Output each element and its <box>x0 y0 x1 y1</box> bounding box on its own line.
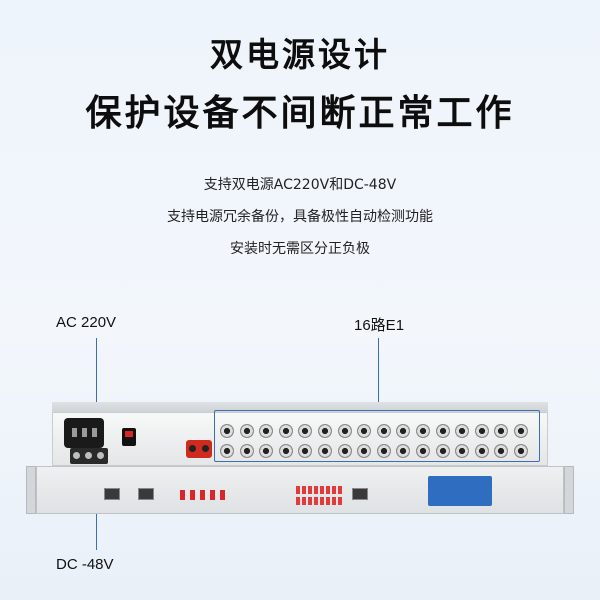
dip-switch-icon <box>308 486 312 494</box>
feature-item: 支持电源冗余备份，具备极性自动检测功能 <box>167 209 433 225</box>
bnc-connector-icon <box>494 424 509 438</box>
bnc-connector-icon <box>259 424 274 438</box>
headline-subtitle: 保护设备不间断正常工作 <box>85 93 515 134</box>
dip-switch-icon <box>308 497 312 505</box>
dip-switch-icon <box>320 497 324 505</box>
bnc-connector-icon <box>259 444 274 458</box>
ethernet-port-icon <box>138 488 154 500</box>
bnc-connector-icon <box>318 424 332 438</box>
callout-ac-power: AC 220V <box>56 314 117 331</box>
dip-switch-icon <box>326 486 330 494</box>
bnc-connector-icon <box>514 444 528 458</box>
status-led-icon <box>190 490 195 500</box>
brand-label-plate <box>428 476 492 506</box>
callout-line-ac <box>96 338 97 420</box>
headline-title: 双电源设计 <box>210 35 390 74</box>
dip-switch-icon <box>338 497 342 505</box>
dc-terminal-block-icon <box>70 448 108 464</box>
rack-ear-left <box>26 466 36 514</box>
bnc-connector-icon <box>474 424 489 438</box>
bnc-connector-icon <box>455 424 470 438</box>
bnc-connector-icon <box>416 424 430 438</box>
bnc-connector-icon <box>416 444 430 458</box>
bnc-connector-icon <box>278 444 293 458</box>
fiber-port-icon <box>186 440 212 458</box>
dip-switch-icon <box>302 497 306 505</box>
dip-switch-icon <box>296 486 300 494</box>
bnc-connector-icon <box>514 424 528 438</box>
bnc-connector-icon <box>474 444 489 458</box>
bnc-connector-icon <box>239 444 254 458</box>
dip-switch-icon <box>326 497 330 505</box>
bnc-connector-icon <box>220 444 234 458</box>
rack-ear-right <box>564 466 574 514</box>
bnc-connector-icon <box>298 444 313 458</box>
callout-dc-power: DC -48V <box>56 556 114 573</box>
bnc-connector-icon <box>337 444 352 458</box>
ethernet-port-icon <box>104 488 120 500</box>
bnc-connector-icon <box>298 424 313 438</box>
bnc-connector-icon <box>396 424 411 438</box>
bnc-connector-icon <box>357 444 372 458</box>
callout-line-e1 <box>378 338 379 410</box>
bnc-connector-icon <box>337 424 352 438</box>
status-led-icon <box>220 490 225 500</box>
dip-switch-icon <box>338 486 342 494</box>
dip-switch-icon <box>296 497 300 505</box>
bnc-connector-icon <box>239 424 254 438</box>
bnc-connector-icon <box>318 444 332 458</box>
bnc-connector-icon <box>494 444 509 458</box>
feature-item: 支持双电源AC220V和DC-48V <box>203 177 397 193</box>
dip-switch-icon <box>314 486 318 494</box>
status-led-icon <box>210 490 215 500</box>
bnc-connector-icon <box>220 424 234 438</box>
callout-e1-ports: 16路E1 <box>354 317 405 334</box>
console-port-icon <box>352 488 368 500</box>
ac-power-socket-icon <box>64 418 104 448</box>
bnc-connector-icon <box>435 424 450 438</box>
dip-switch-icon <box>302 486 306 494</box>
device-top-cover <box>52 402 548 412</box>
bnc-connector-icon <box>376 444 391 458</box>
dip-switch-icon <box>332 497 336 505</box>
bnc-connector-icon <box>435 444 450 458</box>
bnc-connector-icon <box>396 444 411 458</box>
callout-box-e1 <box>214 410 540 462</box>
power-switch-icon <box>122 428 136 446</box>
feature-item: 安装时无需区分正负极 <box>230 241 370 257</box>
bnc-connector-icon <box>278 424 293 438</box>
bnc-connector-icon <box>455 444 470 458</box>
feature-list: 支持双电源AC220V和DC-48V 支持电源冗余备份，具备极性自动检测功能 安… <box>0 174 600 270</box>
dip-switch-icon <box>314 497 318 505</box>
dip-switch-icon <box>320 486 324 494</box>
bnc-connector-icon <box>357 424 372 438</box>
status-led-icon <box>180 490 185 500</box>
status-led-icon <box>200 490 205 500</box>
dip-switch-icon <box>332 486 336 494</box>
bnc-connector-icon <box>376 424 391 438</box>
